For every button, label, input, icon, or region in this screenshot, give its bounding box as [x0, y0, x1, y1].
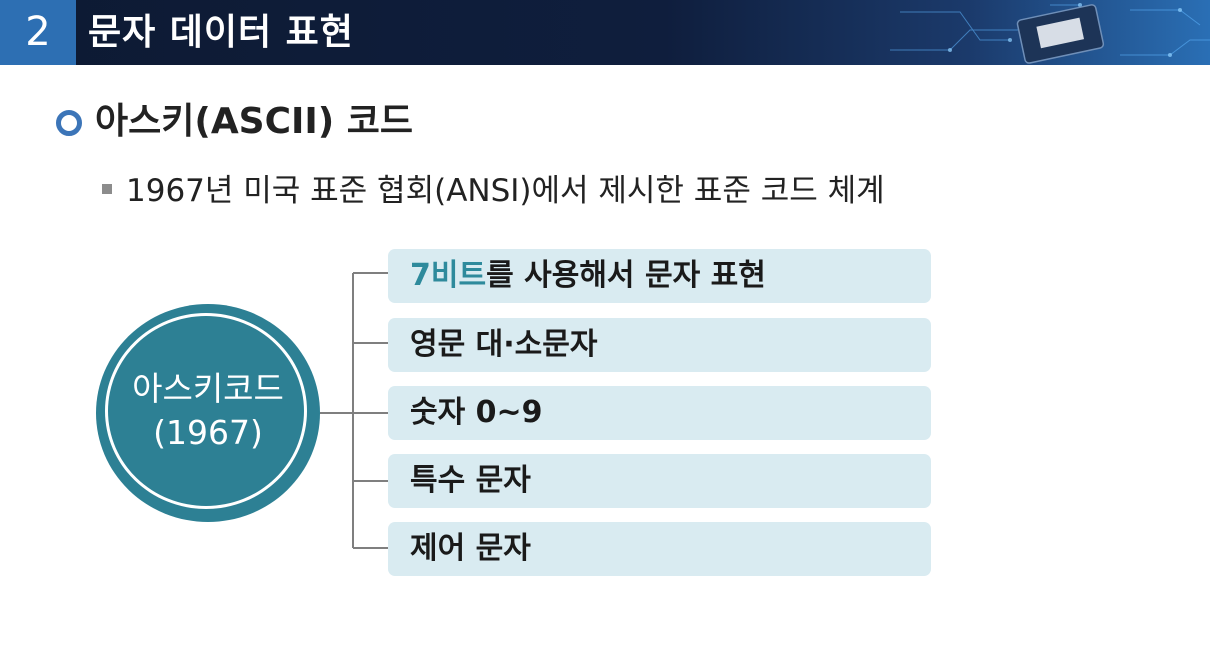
circuit-chip-decoration — [890, 3, 1210, 64]
ring-bullet-icon — [56, 110, 82, 136]
sub-point-text: 1967년 미국 표준 협회(ANSI)에서 제시한 표준 코드 체계 — [126, 173, 885, 209]
feature-item-text: 숫자 0~9 — [410, 395, 543, 430]
feature-item-control: 제어 문자 — [388, 522, 931, 576]
feature-item-7bit: 7비트를 사용해서 문자 표현 — [388, 249, 931, 303]
feature-item-text: 영문 대·소문자 — [410, 327, 598, 362]
circle-label-line1: 아스키코드 — [132, 369, 284, 408]
header-bar: 2 문자 데이터 표현 — [0, 0, 1210, 65]
circle-label: 아스키코드 (1967) — [105, 313, 311, 509]
feature-item-text: 를 사용해서 문자 표현 — [486, 258, 766, 293]
circle-label-line2: (1967) — [153, 413, 263, 452]
section-title: 문자 데이터 표현 — [88, 12, 354, 53]
feature-item-digits: 숫자 0~9 — [388, 386, 931, 440]
feature-item-accent: 7비트 — [410, 258, 487, 293]
feature-item-text: 제어 문자 — [410, 531, 531, 566]
feature-item-letters: 영문 대·소문자 — [388, 318, 931, 372]
feature-item-special: 특수 문자 — [388, 454, 931, 508]
slide-heading: 아스키(ASCII) 코드 — [95, 101, 414, 142]
circle-inner-ring — [105, 313, 307, 509]
feature-item-text: 특수 문자 — [410, 463, 531, 498]
section-number: 2 — [0, 0, 76, 65]
square-bullet-icon — [102, 184, 112, 194]
